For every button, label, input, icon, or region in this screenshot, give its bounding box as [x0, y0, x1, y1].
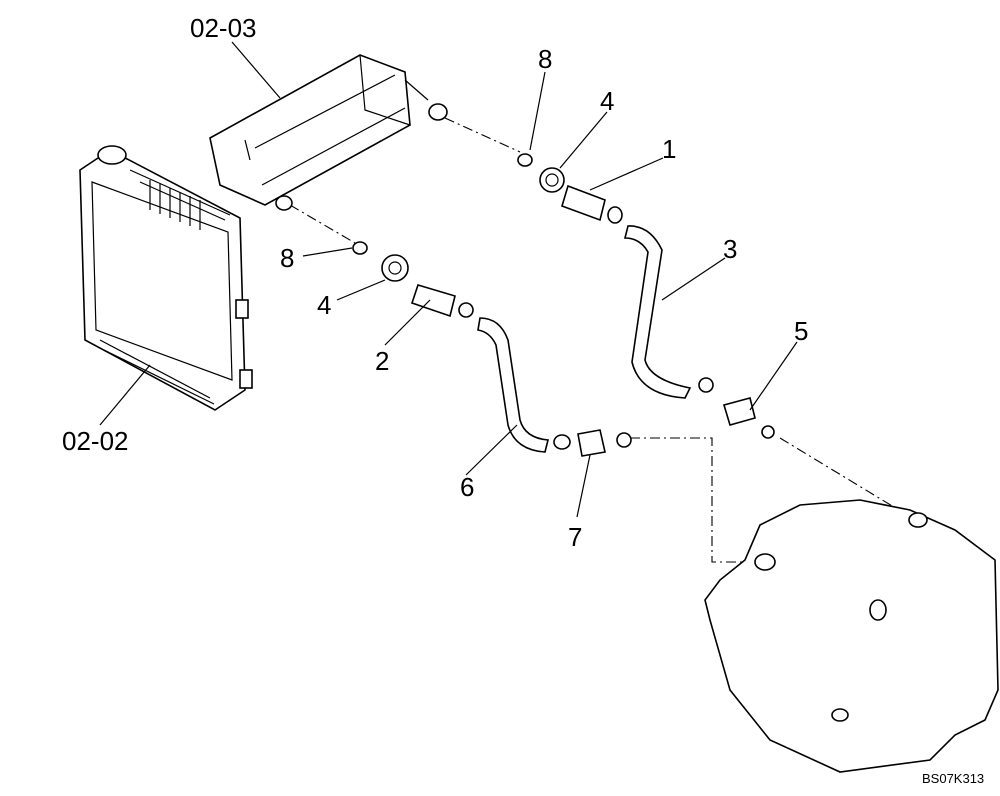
label-item-6: 6 — [460, 472, 474, 502]
label-item-2: 2 — [375, 346, 389, 376]
drawing-code: BS07K313 — [922, 771, 984, 786]
label-item-5: 5 — [794, 316, 808, 346]
upper-hose-route — [517, 153, 775, 439]
radiator — [79, 145, 253, 411]
label-item-7: 7 — [568, 522, 582, 552]
label-radiator: 02-02 — [62, 426, 129, 456]
callout-labels: 02-03 02-02 8 4 1 3 5 8 4 2 6 7 BS07K313 — [62, 13, 984, 786]
center-lines — [289, 117, 913, 563]
label-item-8-lower: 8 — [280, 243, 294, 273]
label-item-1: 1 — [662, 134, 676, 164]
intercooler — [209, 54, 448, 211]
label-item-4-lower: 4 — [317, 290, 331, 320]
label-intercooler: 02-03 — [190, 13, 257, 43]
leader-lines — [99, 41, 798, 518]
label-item-8-upper: 8 — [538, 44, 552, 74]
label-item-3: 3 — [723, 234, 737, 264]
engine — [704, 499, 999, 773]
label-item-4-upper: 4 — [600, 86, 614, 116]
lower-hose-route — [352, 241, 632, 457]
